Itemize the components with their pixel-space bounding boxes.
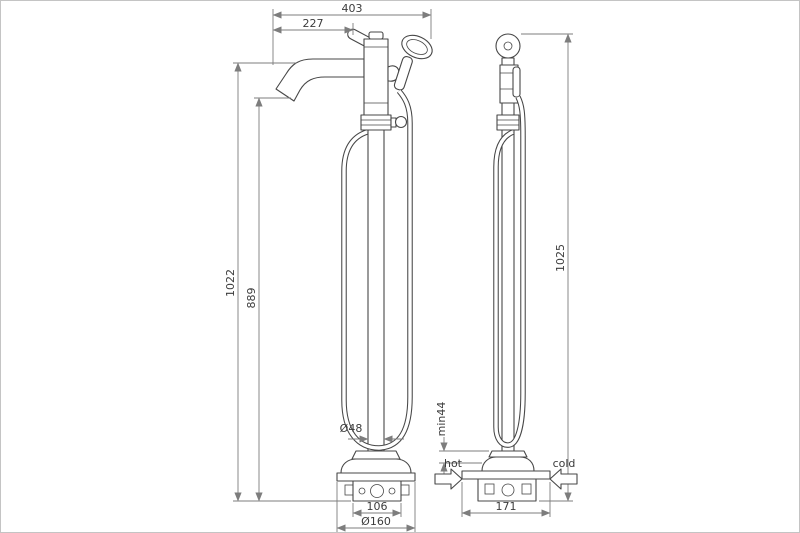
- hot-supply-label: hot: [444, 457, 463, 470]
- mounting-slot: [521, 483, 532, 495]
- dim-total-height-label: 1022: [224, 269, 237, 297]
- handshower-face: [406, 39, 428, 55]
- shower-hose-inner: [342, 89, 412, 450]
- mounting-box-side: [477, 478, 537, 502]
- hot-supply-arrow-icon: [434, 468, 463, 490]
- cold-supply-label: cold: [553, 457, 576, 470]
- knob-stem: [501, 57, 515, 66]
- handshower-grip: [393, 56, 413, 91]
- base-plate-side: [461, 470, 551, 480]
- diverter-knob: [394, 115, 408, 129]
- dim-base-plate-width-label: 106: [367, 500, 388, 513]
- shower-hose-side-inner: [494, 96, 525, 447]
- mounting-tab: [400, 484, 410, 496]
- dim-spout-height-label: 889: [245, 288, 258, 309]
- side-view: [461, 33, 551, 502]
- fixing-screw: [358, 487, 366, 495]
- riser-pipe: [367, 129, 385, 452]
- dimensions-side-view: 1025 min44 171 hot cold: [434, 33, 578, 517]
- mounting-box: [352, 480, 402, 502]
- diverter-collar-side: [496, 114, 520, 131]
- dimensions-front-view: 403 227 1022 889 Ø48 106 Ø160: [224, 2, 432, 532]
- base-flange-side: [488, 450, 528, 458]
- base-plate: [336, 472, 416, 482]
- supply-port-side: [501, 483, 515, 497]
- mounting-slot: [484, 483, 495, 495]
- handshower-head: [401, 34, 433, 60]
- base-dome: [340, 458, 412, 474]
- dim-side-total-height-label: 1025: [554, 244, 567, 272]
- dim-base-diameter-label: Ø160: [361, 515, 391, 528]
- dim-spout-reach-label: 227: [303, 17, 324, 30]
- dim-min-recess-label: min44: [435, 402, 448, 437]
- dim-riser-diameter-label: Ø48: [340, 422, 363, 435]
- dim-overall-width-label: 403: [342, 2, 363, 15]
- handle-knob-side: [495, 33, 521, 59]
- handshower-grip-side: [512, 66, 521, 98]
- mounting-tab: [344, 484, 354, 496]
- cold-supply-arrow-icon: [549, 468, 578, 490]
- supply-port: [370, 484, 384, 498]
- spout: [275, 58, 365, 102]
- handle-knob-center: [503, 41, 513, 51]
- body-connector: [501, 102, 515, 116]
- body-cap: [368, 31, 384, 40]
- diverter-collar: [360, 114, 392, 131]
- base-flange: [351, 450, 401, 460]
- valve-body: [363, 38, 389, 116]
- riser-pipe-side: [501, 129, 515, 452]
- dim-side-base-width-label: 171: [496, 500, 517, 513]
- front-view: [275, 28, 433, 502]
- base-dome-side: [481, 456, 535, 472]
- fixing-screw: [388, 487, 396, 495]
